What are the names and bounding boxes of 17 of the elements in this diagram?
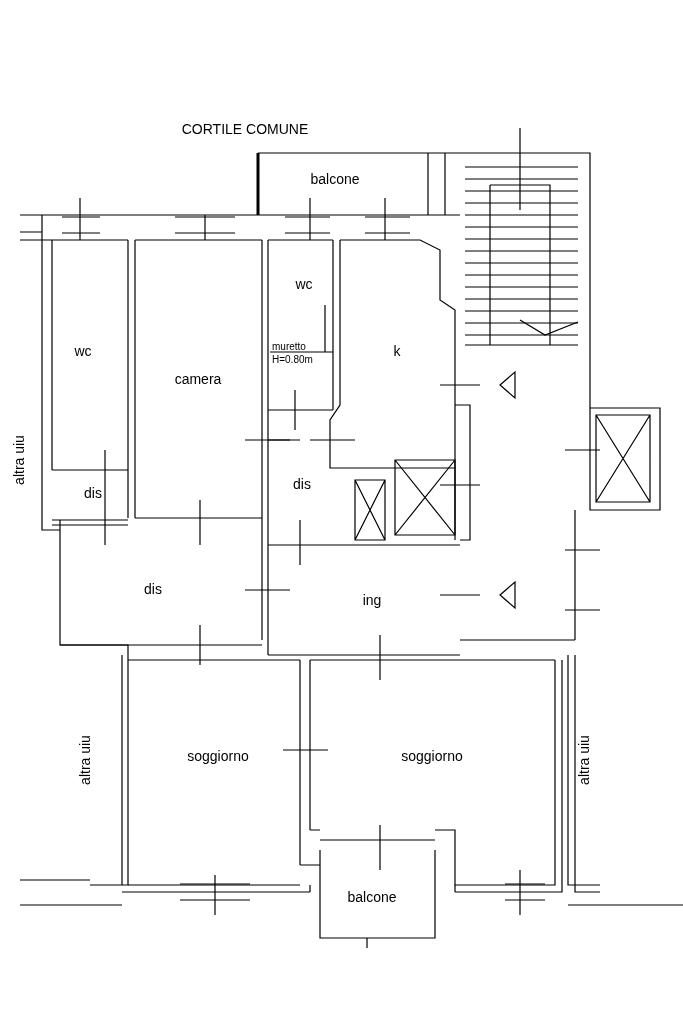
room-label: ing bbox=[362, 593, 382, 609]
wall-note: muretto H=0.80m bbox=[272, 340, 314, 366]
room-label: soggiorno bbox=[401, 749, 463, 765]
neighbor-label: altra uiu bbox=[577, 735, 593, 785]
room-label: dis bbox=[84, 486, 102, 502]
room-label: k bbox=[393, 344, 401, 360]
courtyard-label: CORTILE COMUNE bbox=[181, 122, 309, 138]
room-label: dis bbox=[144, 582, 162, 598]
room-label: camera bbox=[174, 372, 222, 388]
neighbor-label: altra uiu bbox=[78, 735, 94, 785]
room-label: balcone bbox=[347, 890, 397, 906]
room-label: balcone bbox=[310, 172, 360, 188]
room-label: dis bbox=[293, 477, 311, 493]
neighbor-label: altra uiu bbox=[12, 435, 28, 485]
room-label: wc bbox=[74, 344, 92, 360]
room-label: wc bbox=[295, 277, 313, 293]
room-label: soggiorno bbox=[187, 749, 249, 765]
